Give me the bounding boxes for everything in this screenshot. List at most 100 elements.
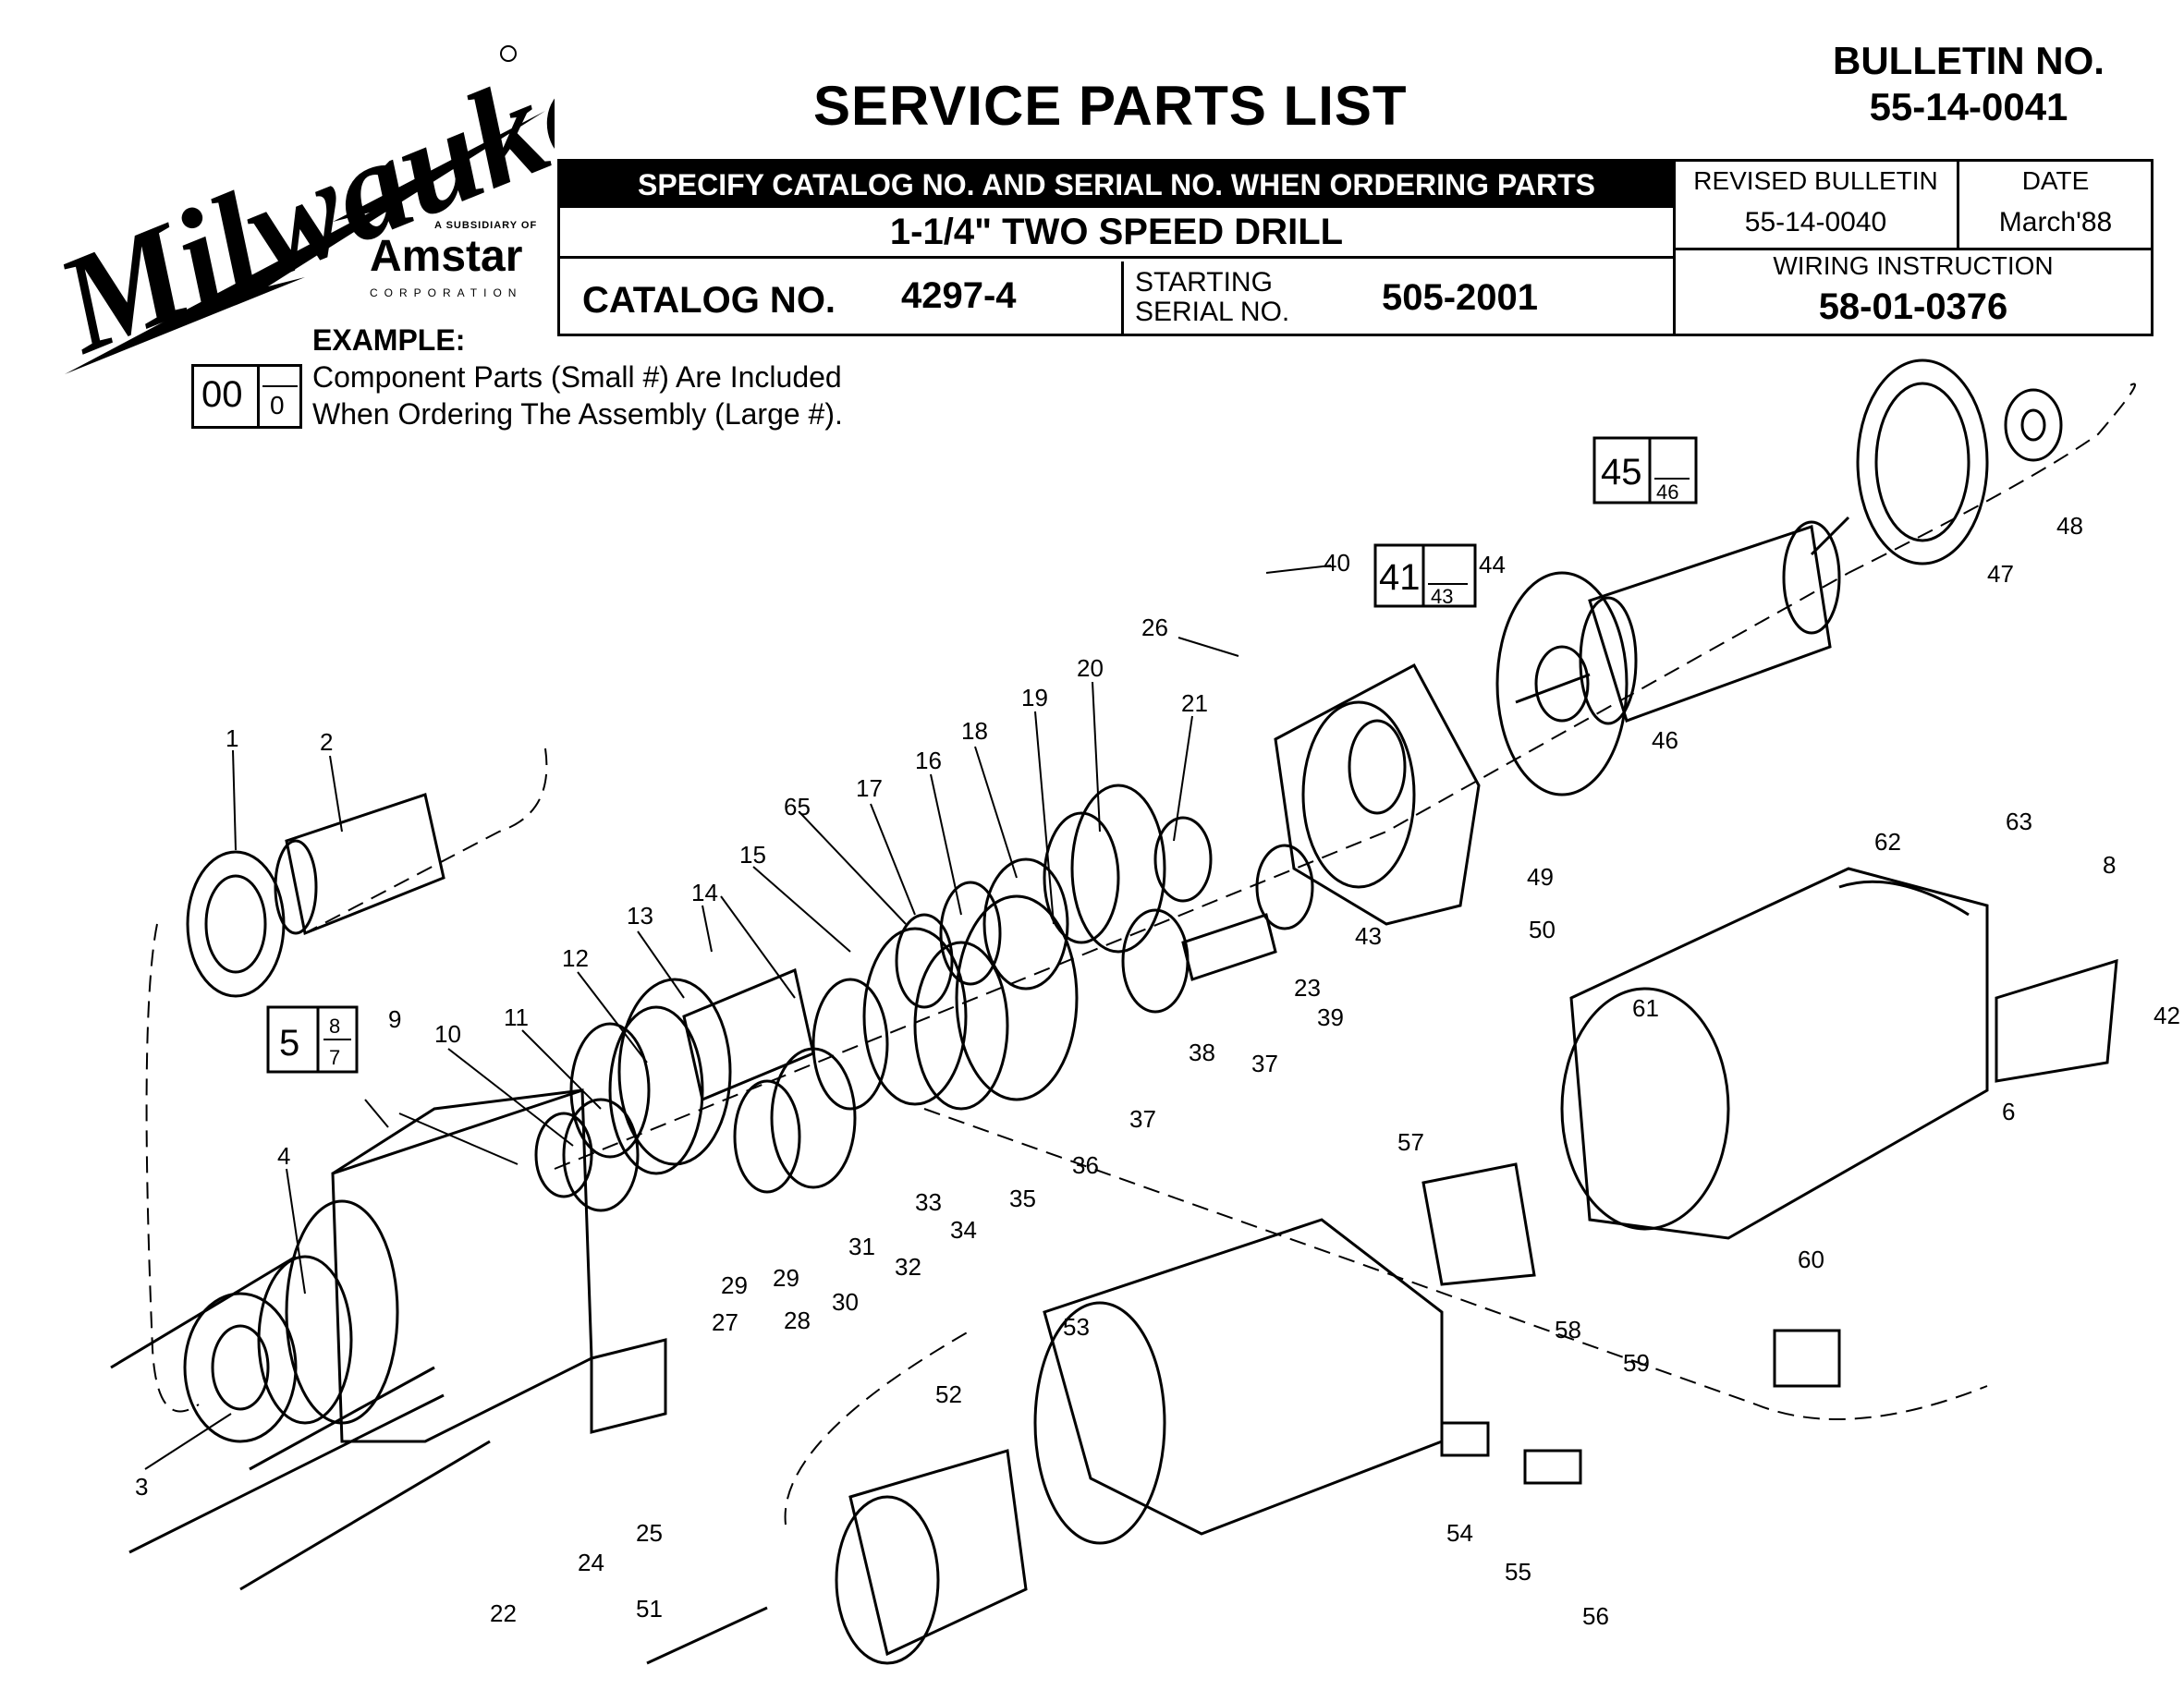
callout-35: 35 (1009, 1185, 1036, 1212)
assembly-45-big: 45 (1601, 452, 1642, 492)
callout-16: 16 (915, 747, 942, 774)
callout-50: 50 (1529, 916, 1556, 943)
catalog-label: CATALOG NO. (582, 280, 836, 321)
callout-28: 28 (784, 1307, 811, 1334)
callout-4: 4 (277, 1142, 290, 1170)
example-bar (262, 385, 298, 387)
assembly-41-big: 41 (1379, 557, 1421, 598)
assembly-box-5: 5 8 7 (266, 1005, 359, 1074)
callout-44: 44 (1479, 551, 1506, 578)
callout-11: 11 (504, 1003, 529, 1031)
callout-3: 3 (135, 1473, 148, 1501)
header-divider (1121, 261, 1124, 334)
callout-27: 27 (712, 1308, 738, 1336)
product-name: 1-1/4" TWO SPEED DRILL (560, 208, 1673, 259)
callout-58: 58 (1555, 1316, 1581, 1343)
callout-6: 6 (2002, 1098, 2015, 1125)
assembly-45-small: 46 (1656, 480, 1678, 504)
callout-55: 55 (1505, 1558, 1531, 1586)
example-line1: Component Parts (Small #) Are Included (312, 360, 842, 394)
callout-52: 52 (935, 1380, 962, 1408)
callout-48: 48 (2056, 512, 2083, 540)
serial-label-line2: SERIAL NO. (1135, 297, 1290, 327)
callout-12: 12 (562, 944, 589, 972)
example-assembly-box: 00 0 (191, 364, 302, 429)
serial-label-line1: STARTING (1135, 267, 1273, 298)
callout-38: 38 (1189, 1039, 1215, 1066)
revision-hline (1673, 248, 2153, 250)
bulletin-number: 55-14-0041 (1869, 85, 2068, 128)
date-label: DATE (2021, 166, 2090, 195)
callout-65: 65 (784, 793, 811, 821)
assembly-5-small-top: 8 (329, 1015, 340, 1038)
callout-20: 20 (1077, 654, 1104, 682)
callout-26: 26 (1141, 614, 1168, 641)
wiring-number: 58-01-0376 (1818, 286, 2008, 327)
callout-59: 59 (1623, 1349, 1650, 1377)
callout-8: 8 (2103, 851, 2116, 879)
example-small-number: 0 (270, 391, 285, 419)
revised-label: REVISED BULLETIN (1693, 166, 1938, 195)
callout-39: 39 (1317, 1003, 1344, 1031)
callout-14: 14 (691, 879, 718, 906)
callout-37a: 37 (1129, 1105, 1156, 1133)
callout-17: 17 (856, 774, 883, 802)
callout-33: 33 (915, 1188, 942, 1216)
callout-57: 57 (1397, 1128, 1424, 1156)
serial-label: STARTING SERIAL NO. (1135, 268, 1289, 327)
example-label: EXAMPLE: (312, 323, 466, 357)
callout-63: 63 (2006, 808, 2032, 835)
callout-47: 47 (1987, 560, 2014, 588)
callout-49: 49 (1527, 863, 1554, 891)
callout-29b: 29 (773, 1264, 799, 1292)
callout-18: 18 (961, 717, 988, 745)
serial-number: 505-2001 (1382, 277, 1539, 318)
example-big-number: 00 (201, 374, 243, 415)
callout-40: 40 (1324, 549, 1350, 577)
callout-46: 46 (1652, 726, 1678, 754)
example-line2: When Ordering The Assembly (Large #). (312, 397, 843, 431)
bulletin-label: BULLETIN NO. (1833, 39, 2105, 82)
callout-53: 53 (1063, 1313, 1090, 1341)
date-value: March'88 (1998, 207, 2113, 237)
assembly-41-small: 43 (1431, 585, 1453, 608)
example-divider (257, 367, 260, 426)
callout-19: 19 (1021, 684, 1048, 711)
callout-56: 56 (1582, 1602, 1609, 1630)
callout-43: 43 (1355, 922, 1382, 950)
callout-34: 34 (950, 1216, 977, 1244)
callout-61: 61 (1632, 994, 1659, 1022)
assembly-box-45: 45 46 (1592, 436, 1698, 505)
callout-30: 30 (832, 1288, 859, 1316)
callout-36: 36 (1072, 1151, 1099, 1179)
logo-parent-sub: CORPORATION (370, 286, 523, 299)
callout-60: 60 (1798, 1246, 1824, 1273)
callout-2: 2 (320, 728, 333, 756)
callout-31: 31 (848, 1233, 875, 1260)
callout-29a: 29 (721, 1271, 748, 1299)
callout-42: 42 (2153, 1002, 2180, 1029)
assembly-5-big: 5 (279, 1023, 299, 1064)
page-title: SERVICE PARTS LIST (813, 75, 1408, 137)
callout-9: 9 (388, 1005, 401, 1033)
callout-51: 51 (636, 1595, 663, 1623)
callout-1: 1 (226, 724, 238, 752)
callout-25: 25 (636, 1519, 663, 1547)
assembly-box-41: 41 43 (1373, 543, 1477, 608)
callout-21: 21 (1181, 689, 1208, 717)
wiring-label: WIRING INSTRUCTION (1773, 251, 2054, 280)
callout-62: 62 (1874, 828, 1901, 856)
order-note: SPECIFY CATALOG NO. AND SERIAL NO. WHEN … (560, 162, 1673, 208)
assembly-5-small-bottom: 7 (329, 1046, 340, 1069)
callout-22: 22 (490, 1599, 517, 1627)
callout-24: 24 (578, 1549, 604, 1576)
revised-number: 55-14-0040 (1744, 207, 1887, 237)
logo-parent: Amstar (370, 232, 523, 281)
part-1-nut-shape (186, 850, 286, 998)
logo-subsidiary-note: A SUBSIDIARY OF (434, 220, 538, 231)
callout-10: 10 (434, 1020, 461, 1048)
callout-32: 32 (895, 1253, 921, 1281)
callout-23: 23 (1294, 974, 1321, 1002)
revision-divider (1957, 159, 1959, 249)
